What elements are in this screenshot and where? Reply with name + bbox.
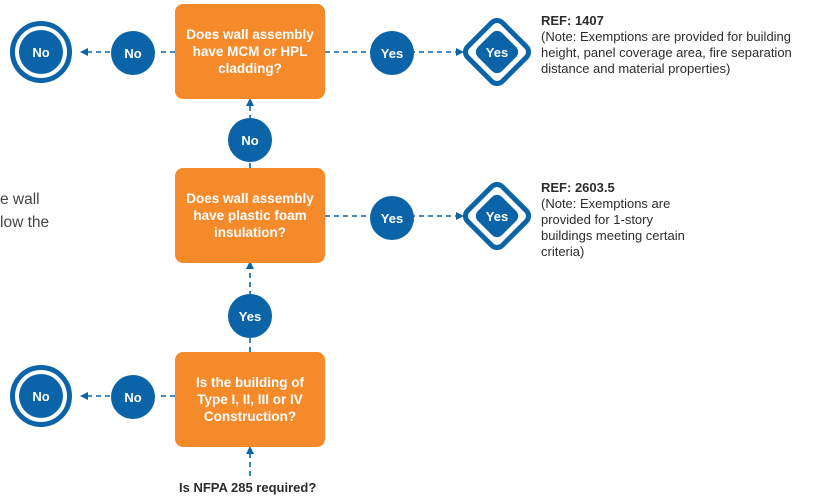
decision-mcm-cladding: Does wall assembly have MCM or HPL cladd… <box>175 4 325 99</box>
ref-1407-heading: REF: 1407 <box>541 13 604 28</box>
no-outcome-bottom: No <box>10 365 72 427</box>
decision-construction-type: Is the building of Type I, II, III or IV… <box>175 352 325 447</box>
decision-foam-text: Does wall assembly have plastic foam ins… <box>186 191 314 240</box>
no-circle-top: No <box>111 31 155 75</box>
yes-outcome-top: Yes <box>458 13 536 91</box>
ref-2603-5: REF: 2603.5 (Note: Exemptions are provid… <box>541 180 701 260</box>
ref-2603-note: (Note: Exemptions are provided for 1-sto… <box>541 196 685 259</box>
no-outcome-top: No <box>10 21 72 83</box>
yes-circle-middle: Yes <box>370 196 414 240</box>
no-label: No <box>32 388 50 404</box>
yes-label: Yes <box>380 45 404 61</box>
no-label: No <box>124 389 142 405</box>
no-label: No <box>32 44 50 60</box>
no-circle-bottom: No <box>111 375 155 419</box>
yes-label: Yes <box>485 44 509 60</box>
yes-label: Yes <box>238 308 262 324</box>
yes-label: Yes <box>485 208 509 224</box>
ref-2603-heading: REF: 2603.5 <box>541 180 615 195</box>
no-circle-middle: No <box>228 118 272 162</box>
decision-plastic-foam: Does wall assembly have plastic foam ins… <box>175 168 325 263</box>
no-label: No <box>124 45 142 61</box>
decision-construction-text: Is the building of Type I, II, III or IV… <box>196 375 304 424</box>
ref-1407-note: (Note: Exemptions are provided for build… <box>541 29 792 76</box>
yes-circle-top: Yes <box>370 31 414 75</box>
side-text-line1: e wall <box>0 191 40 208</box>
no-label: No <box>241 132 259 148</box>
cropped-side-text: e wall low the <box>0 188 49 234</box>
yes-circle-lower: Yes <box>228 294 272 338</box>
start-question: Is NFPA 285 required? <box>179 480 317 495</box>
ref-1407: REF: 1407 (Note: Exemptions are provided… <box>541 13 823 77</box>
side-text-line2: low the <box>0 214 50 231</box>
yes-label: Yes <box>380 210 404 226</box>
yes-outcome-middle: Yes <box>458 177 536 255</box>
decision-mcm-text: Does wall assembly have MCM or HPL cladd… <box>186 27 314 76</box>
